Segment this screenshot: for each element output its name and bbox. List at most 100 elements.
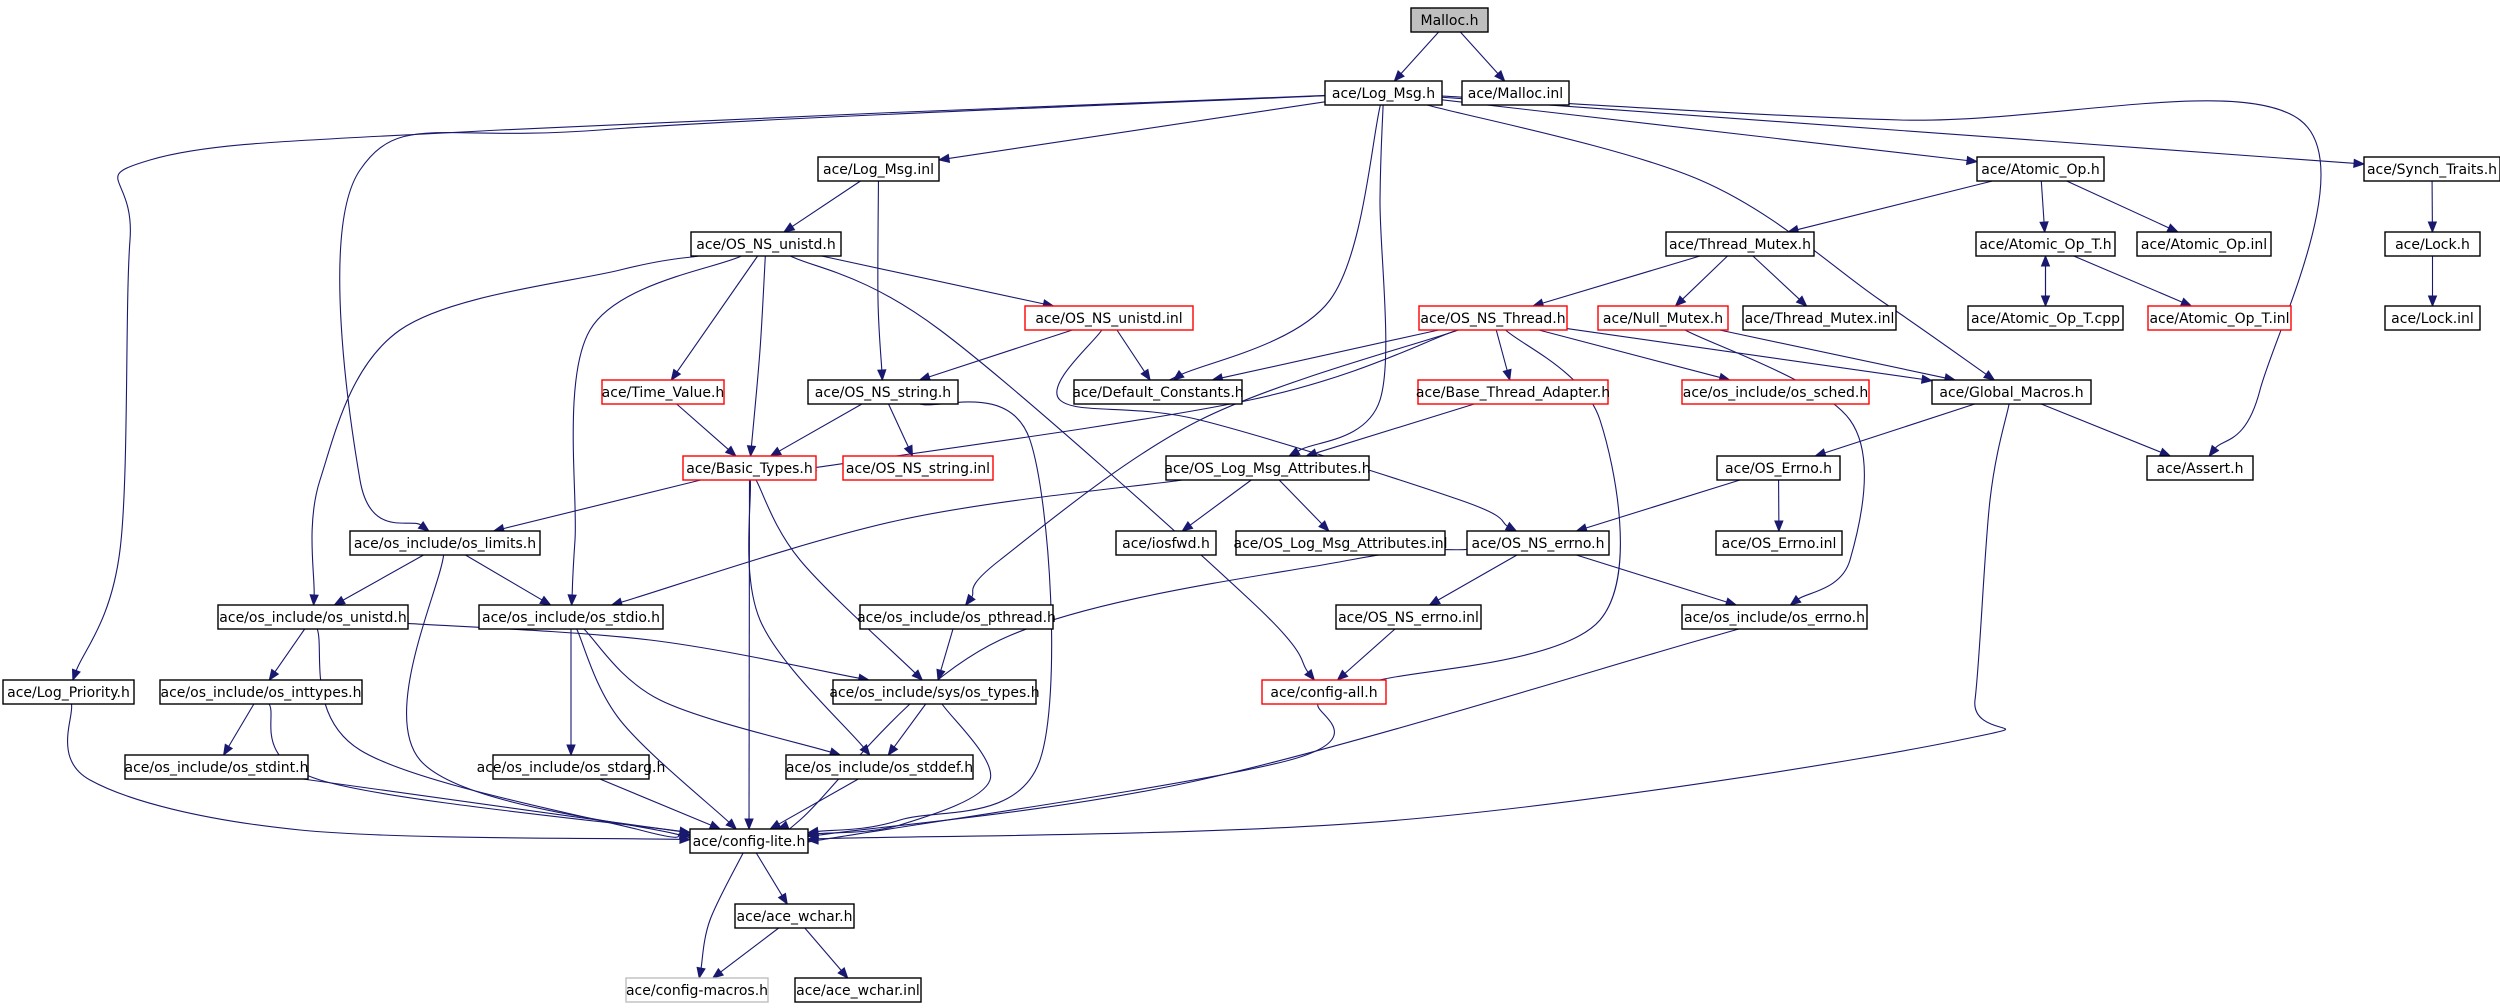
- node-box: [690, 231, 842, 257]
- edge-line: [1538, 329, 1721, 378]
- edge-line: [1684, 329, 1865, 600]
- node-config-all-h[interactable]: ace/config-all.h: [1261, 679, 1387, 705]
- node-atomic-op-h[interactable]: ace/Atomic_Op.h: [1976, 156, 2105, 182]
- edge-line: [583, 628, 831, 753]
- edge-os_log_msg_attributes_h-to-os_stdio_h: [610, 479, 1183, 607]
- node-label: ace/Log_Msg.h: [1332, 86, 1435, 102]
- edges-layer: [67, 31, 2438, 980]
- node-label: ace/OS_NS_string.inl: [846, 461, 990, 477]
- node-box: [1597, 305, 1729, 331]
- node-thread-mutex-inl[interactable]: ace/Thread_Mutex.inl: [1742, 305, 1897, 331]
- edge-line: [1168, 104, 1381, 381]
- edge-atomic_op_h-to-atomic_op_inl: [2066, 180, 2180, 233]
- edge-arrowhead: [1393, 70, 1405, 82]
- node-ace-wchar-inl[interactable]: ace/ace_wchar.inl: [794, 977, 922, 1003]
- edge-arrowhead: [1287, 446, 1301, 457]
- node-label: ace/os_include/os_sched.h: [1683, 385, 1868, 401]
- node-label: ace/Null_Mutex.h: [1603, 311, 1723, 327]
- node-os-ns-unistd-h[interactable]: ace/OS_NS_unistd.h: [690, 231, 842, 257]
- node-label: ace/OS_Log_Msg_Attributes.inl: [1234, 536, 1448, 552]
- node-label: ace/OS_Errno.h: [1725, 461, 1832, 477]
- node-log-msg-inl[interactable]: ace/Log_Msg.inl: [817, 156, 940, 182]
- edge-arrowhead: [782, 222, 796, 233]
- node-os-sched-h[interactable]: ace/os_include/os_sched.h: [1681, 379, 1870, 405]
- node-null-mutex-h[interactable]: ace/Null_Mutex.h: [1597, 305, 1729, 331]
- node-log-priority-h[interactable]: ace/Log_Priority.h: [2, 679, 135, 705]
- node-os-stdio-h[interactable]: ace/os_include/os_stdio.h: [478, 604, 664, 630]
- edge-arrowhead: [877, 369, 887, 382]
- node-label: ace/config-all.h: [1270, 685, 1377, 701]
- node-lock-h[interactable]: ace/Lock.h: [2384, 231, 2481, 257]
- node-atomic-op-t-cpp[interactable]: ace/Atomic_Op_T.cpp: [1967, 305, 2124, 331]
- node-os-inttypes-h[interactable]: ace/os_include/os_inttypes.h: [159, 679, 363, 705]
- node-os-ns-unistd-inl[interactable]: ace/OS_NS_unistd.inl: [1024, 305, 1194, 331]
- node-thread-mutex-h[interactable]: ace/Thread_Mutex.h: [1665, 231, 1815, 257]
- edge-arrowhead: [911, 669, 924, 681]
- node-basic-types-h[interactable]: ace/Basic_Types.h: [682, 455, 817, 481]
- node-log-msg-h[interactable]: ace/Log_Msg.h: [1324, 80, 1443, 106]
- node-atomic-op-inl[interactable]: ace/Atomic_Op.inl: [2136, 231, 2272, 257]
- edge-os_stdint_h-to-config_lite_h: [302, 778, 692, 837]
- node-os-errno-h[interactable]: ace/OS_Errno.h: [1716, 455, 1841, 481]
- edge-malloc_h-to-log_msg_h: [1393, 31, 1440, 82]
- node-os-stdarg-h[interactable]: ace/os_include/os_stdarg.h: [477, 754, 666, 780]
- node-label: ace/OS_NS_string.h: [815, 385, 951, 401]
- node-os-ns-errno-inl[interactable]: ace/OS_NS_errno.inl: [1335, 604, 1482, 630]
- node-label: ace/ace_wchar.inl: [796, 983, 920, 999]
- edge-arrowhead: [417, 520, 430, 532]
- node-os-stddef-h[interactable]: ace/os_include/os_stddef.h: [785, 754, 974, 780]
- node-synch-traits-h[interactable]: ace/Synch_Traits.h: [2363, 156, 2500, 182]
- node-os-ns-string-inl[interactable]: ace/OS_NS_string.inl: [842, 455, 994, 481]
- node-default-constants-h[interactable]: ace/Default_Constants.h: [1072, 379, 1244, 405]
- node-os-unistd-h[interactable]: ace/os_include/os_unistd.h: [217, 604, 409, 630]
- node-os-ns-string-h[interactable]: ace/OS_NS_string.h: [807, 379, 959, 405]
- edge-arrowhead: [769, 446, 783, 457]
- node-os-ns-errno-h[interactable]: ace/OS_NS_errno.h: [1466, 530, 1610, 556]
- node-label: ace/os_include/os_stdio.h: [482, 610, 660, 626]
- node-malloc-inl[interactable]: ace/Malloc.inl: [1461, 80, 1570, 106]
- edge-line: [1441, 99, 1968, 162]
- edge-os_limits_h-to-os_stdio_h: [465, 554, 552, 606]
- node-ace-wchar-h[interactable]: ace/ace_wchar.h: [734, 903, 855, 929]
- edge-os_ns_thread_h-to-global_macros_h: [1566, 328, 1934, 384]
- edge-line: [274, 628, 306, 673]
- node-os-types-h[interactable]: ace/os_include/sys/os_types.h: [829, 679, 1040, 705]
- node-box: [1665, 231, 1815, 257]
- edge-line: [790, 255, 1309, 673]
- node-time-value-h[interactable]: ace/Time_Value.h: [601, 379, 725, 405]
- node-os-limits-h[interactable]: ace/os_include/os_limits.h: [349, 530, 541, 556]
- node-os-pthread-h[interactable]: ace/os_include/os_pthread.h: [857, 604, 1056, 630]
- node-atomic-op-t-h[interactable]: ace/Atomic_Op_T.h: [1975, 231, 2116, 257]
- edge-os_errno_h-to-os_errno_inl: [1774, 479, 1784, 533]
- node-label: ace/Atomic_Op_T.inl: [2149, 311, 2289, 327]
- node-lock-inl[interactable]: ace/Lock.inl: [2384, 305, 2481, 331]
- edge-arrowhead: [2353, 158, 2366, 169]
- node-box: [832, 679, 1037, 705]
- edge-arrowhead: [2040, 254, 2051, 267]
- node-os-ns-thread-h[interactable]: ace/OS_NS_Thread.h: [1418, 305, 1568, 331]
- edge-line: [1221, 329, 1439, 379]
- edge-line: [676, 255, 759, 373]
- edge-os_ns_unistd_h-to-os_unistd_h: [309, 255, 699, 607]
- node-os-include-errno-h[interactable]: ace/os_include/os_errno.h: [1681, 604, 1868, 630]
- node-global-macros-h[interactable]: ace/Global_Macros.h: [1931, 379, 2092, 405]
- edge-os_ns_errno_h-to-os_ns_errno_inl: [1428, 554, 1518, 606]
- node-os-log-msg-attributes-inl[interactable]: ace/OS_Log_Msg_Attributes.inl: [1234, 530, 1448, 556]
- edge-line: [576, 628, 730, 823]
- node-os-log-msg-attributes-h[interactable]: ace/OS_Log_Msg_Attributes.h: [1164, 455, 1371, 481]
- node-os-errno-inl[interactable]: ace/OS_Errno.inl: [1715, 530, 1843, 556]
- edge-line: [948, 101, 1326, 159]
- node-box: [478, 604, 664, 630]
- node-config-macros-h[interactable]: ace/config-macros.h: [625, 977, 769, 1003]
- node-atomic-op-t-inl[interactable]: ace/Atomic_Op_T.inl: [2147, 305, 2292, 331]
- node-os-stdint-h[interactable]: ace/os_include/os_stdint.h: [124, 754, 309, 780]
- edge-arrowhead: [1428, 595, 1441, 606]
- edge-line: [940, 628, 954, 671]
- node-base-thread-adapter-h[interactable]: ace/Base_Thread_Adapter.h: [1416, 379, 1610, 405]
- edge-line: [817, 403, 2010, 840]
- node-config-lite-h[interactable]: ace/config-lite.h: [689, 828, 809, 854]
- node-iosfwd-h[interactable]: ace/iosfwd.h: [1115, 530, 1217, 556]
- node-label: ace/os_include/sys/os_types.h: [829, 685, 1039, 701]
- node-assert-h[interactable]: ace/Assert.h: [2146, 455, 2254, 481]
- edge-arrowhead: [806, 835, 819, 845]
